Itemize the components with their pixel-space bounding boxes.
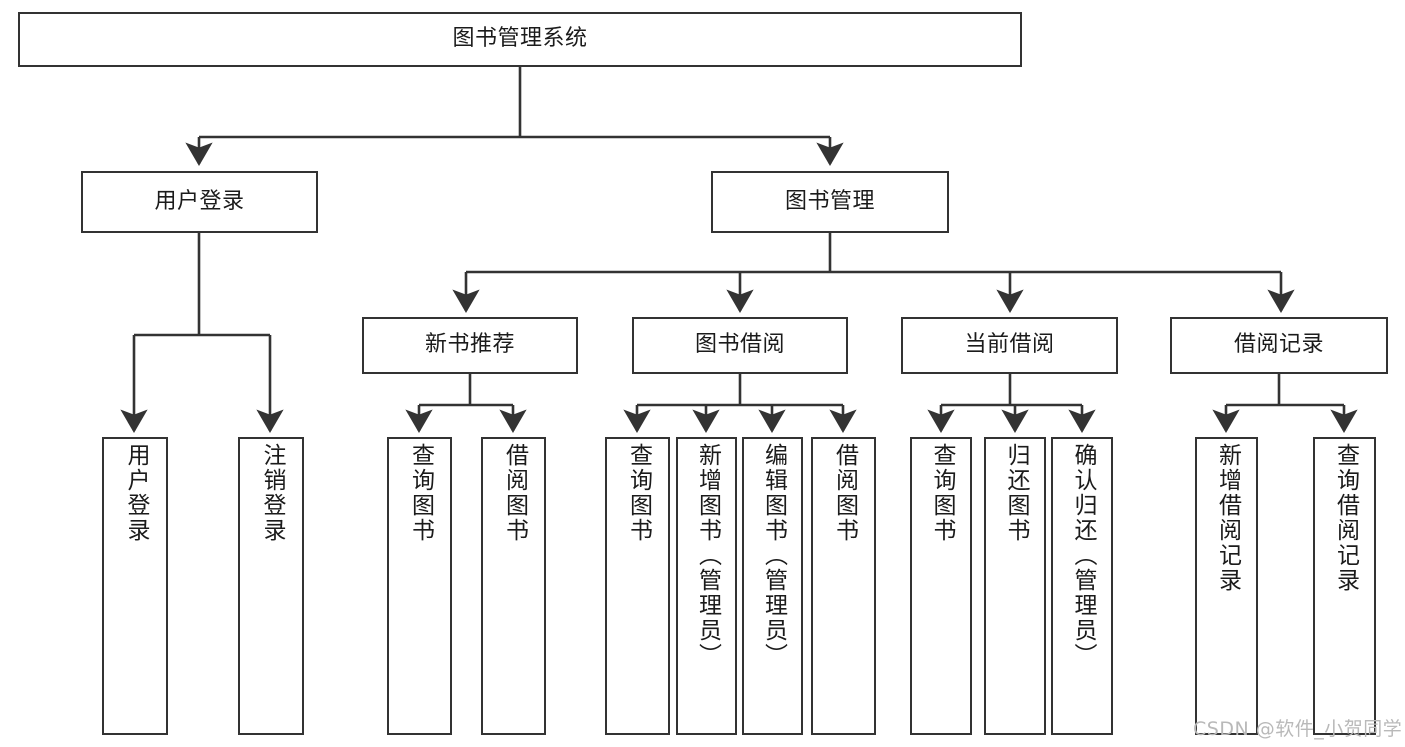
node-leaf-record-add-label: 新增借阅记录 <box>1214 443 1241 593</box>
node-leaf-cur-query-label: 查询图书 <box>928 443 955 543</box>
node-leaf-user-logout-label: 注销登录 <box>258 443 285 543</box>
node-user-login[interactable]: 用户登录 <box>81 171 318 233</box>
node-borrow-record[interactable]: 借阅记录 <box>1170 317 1388 374</box>
node-leaf-record-search-label: 查询借阅记录 <box>1332 443 1359 593</box>
node-leaf-cur-query[interactable]: 查询图书 <box>910 437 972 735</box>
node-leaf-rec-query-label: 查询图书 <box>407 443 434 543</box>
node-leaf-user-login-label: 用户登录 <box>122 443 149 543</box>
node-leaf-cur-return-label: 归还图书 <box>1002 443 1029 543</box>
node-leaf-borrow-lend[interactable]: 借阅图书 <box>811 437 876 735</box>
node-borrow-record-label: 借阅记录 <box>1233 332 1324 358</box>
node-book-manage-label: 图书管理 <box>784 188 875 214</box>
node-leaf-borrow-edit[interactable]: 编辑图书（管理员） <box>742 437 803 735</box>
node-leaf-borrow-add[interactable]: 新增图书（管理员） <box>676 437 737 735</box>
node-leaf-cur-confirm-label: 确认归还（管理员） <box>1069 443 1096 668</box>
node-leaf-rec-borrow-label: 借阅图书 <box>501 443 528 543</box>
node-book-borrow-label: 图书借阅 <box>694 332 785 358</box>
node-current-borrow-label: 当前借阅 <box>964 332 1055 358</box>
node-current-borrow[interactable]: 当前借阅 <box>901 317 1118 374</box>
node-leaf-record-add[interactable]: 新增借阅记录 <box>1195 437 1258 735</box>
node-book-manage[interactable]: 图书管理 <box>711 171 949 233</box>
node-leaf-user-login[interactable]: 用户登录 <box>102 437 168 735</box>
node-leaf-rec-query[interactable]: 查询图书 <box>387 437 452 735</box>
node-leaf-borrow-lend-label: 借阅图书 <box>831 443 858 543</box>
node-root-label: 图书管理系统 <box>452 26 588 52</box>
node-root[interactable]: 图书管理系统 <box>18 12 1022 67</box>
node-leaf-borrow-add-label: 新增图书（管理员） <box>694 443 721 668</box>
node-leaf-cur-confirm[interactable]: 确认归还（管理员） <box>1051 437 1113 735</box>
node-leaf-borrow-edit-label: 编辑图书（管理员） <box>760 443 787 668</box>
node-leaf-rec-borrow[interactable]: 借阅图书 <box>481 437 546 735</box>
watermark-text: CSDN @软件_小贺同学 <box>1193 718 1403 740</box>
node-leaf-record-search[interactable]: 查询借阅记录 <box>1313 437 1376 735</box>
node-leaf-borrow-query-label: 查询图书 <box>625 443 652 543</box>
node-book-borrow[interactable]: 图书借阅 <box>632 317 848 374</box>
node-new-book-rec-label: 新书推荐 <box>424 332 515 358</box>
node-user-login-label: 用户登录 <box>154 188 245 214</box>
node-new-book-rec[interactable]: 新书推荐 <box>362 317 578 374</box>
node-leaf-cur-return[interactable]: 归还图书 <box>984 437 1046 735</box>
node-leaf-user-logout[interactable]: 注销登录 <box>238 437 304 735</box>
node-leaf-borrow-query[interactable]: 查询图书 <box>605 437 670 735</box>
